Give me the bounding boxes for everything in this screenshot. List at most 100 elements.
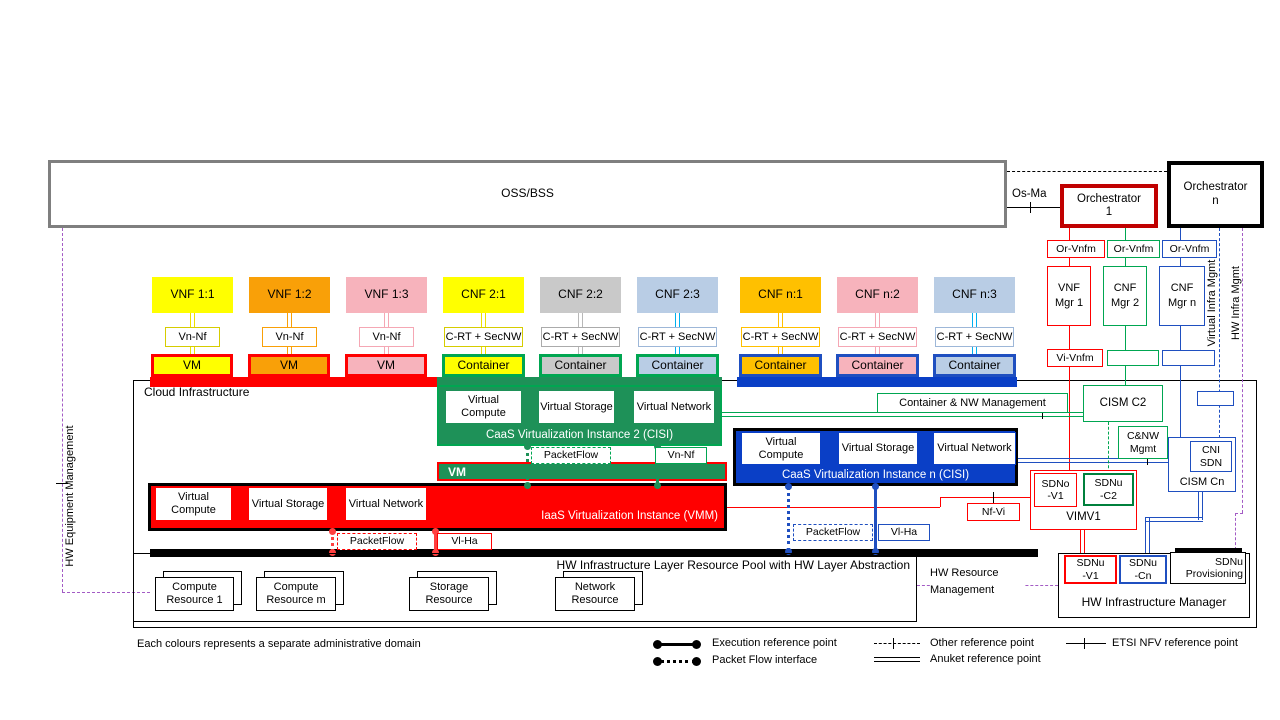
hw-infra-mgmt-label: HW Infra Mgmt [1230,266,1242,340]
vi-vnfm-green-box [1107,350,1159,366]
cni-sdn-box: CNI SDN [1190,441,1232,472]
hw-infra-manager-label: HW Infrastructure Manager [1081,595,1227,610]
legend-etsi-label: ETSI NFV reference point [1112,637,1238,649]
orchestrator-1-index: 1 [1105,206,1113,218]
container-box-6: Container [636,354,719,377]
hw-equipment-mgmt-line [62,228,63,592]
legend-anuket-line [874,657,920,662]
cloud-infrastructure-title: Cloud Infrastructure [141,385,253,399]
orchestrator-n-index: n [1212,194,1219,207]
legend-other-tick [893,638,894,649]
iaas-domain-bar [150,377,687,387]
container-box-4: Container [442,354,525,377]
legend-etsi-line [1066,643,1106,644]
sdnu-provisioning-box: SDNu Provisioning [1170,552,1246,584]
iaas-box [148,483,727,531]
caas2-packetflow-line [526,446,529,486]
iaas-execution-line [434,531,437,552]
iaas-packetflow-line [331,531,334,552]
nf-box-vnf-1-1: VNF 1:1 [152,277,233,313]
vim-label: VIMV1 [1066,510,1101,523]
nfvi-line2 [940,497,1030,498]
vi-vnfm-label: Vi-Vnfm [1047,349,1103,367]
cismcn-down-line [1198,492,1203,520]
caas2-execution-line [656,446,659,486]
nf-box-cnf-n-2: CNF n:2 [837,277,918,313]
exec-dot [785,548,792,555]
cisin-cismcn-anuket-line [1018,458,1168,463]
iaas-title: IaaS Virtualization Instance (VMM) [541,510,718,522]
iaas-virtual-storage: Virtual Storage [248,487,328,521]
orchestrator-n-box: Orchestrator n [1167,161,1264,228]
exec-dot [432,549,439,556]
caasn-virtual-storage: Virtual Storage [838,432,918,465]
vi-vnfm-blue-box [1162,350,1215,366]
exec-dot [524,443,531,450]
exec-dot [872,548,879,555]
legend-pf-dot [692,657,701,666]
container-box-9: Container [933,354,1016,377]
caas2-virtual-compute: Virtual Compute [445,390,522,424]
iaas-virtual-network: Virtual Network [345,487,427,521]
cisin-cismcn-tick [1147,454,1148,465]
caas2-virtual-network: Virtual Network [633,390,715,424]
compute-resource-1-box: Compute Resource 1 [155,577,234,611]
legend-exec-line [658,643,698,646]
hw-pool-title: HW Infrastructure Layer Resource Pool wi… [556,558,910,572]
orchestrator-1-box: Orchestrator 1 [1060,184,1158,228]
ref-label-1: Vn-Nf [165,327,220,347]
vl-ha-red-label: Vl-Ha [437,533,492,550]
orchestrator-n-label: Orchestrator [1183,181,1248,194]
sdno-v1-box: SDNo -V1 [1034,473,1077,507]
sdnu-cn-box: SDNu -Cn [1119,555,1167,584]
legend-exec-dot [653,640,662,649]
exec-dot [524,482,531,489]
hw-equipment-mgmt-line2 [62,592,150,593]
virtual-infra-mgmt-label: Virtual Infra Mgmt [1206,259,1218,347]
legend-other-label: Other reference point [930,637,1034,649]
hw-resource-mgmt-label: HW Resource Management [930,565,1025,598]
cismcn-across-line [1145,517,1203,522]
virtual-infra-mgmt-line [1219,228,1220,438]
nf-box-cnf-2-1: CNF 2:1 [443,277,524,313]
os-ma-label: Os-Ma [1012,188,1047,200]
caasn-execution-line [874,486,877,552]
ref-label-3: Vn-Nf [359,327,414,347]
os-ma-tick [1030,202,1031,213]
hw-infra-mgmt-line [1242,228,1243,513]
exec-dot [654,443,661,450]
sdnu-v1-box: SDNu -V1 [1064,555,1117,584]
nfvi-tick [993,492,994,503]
ref-label-6: C-RT + SecNW [638,327,717,347]
cismc2-sdnuc2-line [1108,422,1109,473]
hw-equipment-mgmt-label: HW Equipment Management [64,425,76,567]
packetflow-red-label: PacketFlow [337,533,417,550]
legend-etsi-tick [1084,638,1085,649]
legend-other-line [874,643,920,644]
container-nw-tick [1042,408,1043,419]
hw-infra-mgmt-line2 [1235,513,1236,550]
container-box-5: Container [539,354,622,377]
exec-dot [329,528,336,535]
legend-anuket-label: Anuket reference point [930,653,1041,665]
caas2-title: CaaS Virtualization Instance 2 (CISI) [485,429,674,442]
caasn-virtual-compute: Virtual Compute [741,432,821,465]
vm-box-2: VM [248,354,330,377]
cismcn-sdnucn-line [1145,517,1150,553]
cism-c2-box: CISM C2 [1083,385,1163,422]
container-box-7: Container [739,354,822,377]
ref-label-9: C-RT + SecNW [935,327,1014,347]
network-resource-box: Network Resource [555,577,635,611]
legend-exec-label: Execution reference point [712,637,837,649]
ref-label-5: C-RT + SecNW [541,327,620,347]
packetflow-blue-label: PacketFlow [793,524,873,541]
nf-box-cnf-n-1: CNF n:1 [740,277,821,313]
orchestrator-1-label: Orchestrator [1077,192,1141,205]
legend-exec-dot [692,640,701,649]
nf-box-cnf-n-3: CNF n:3 [934,277,1015,313]
caasn-domain-bar [737,377,1017,387]
caasn-title: CaaS Virtualization Instance n (CISI) [781,468,970,481]
iaas-virtual-compute: Virtual Compute [155,487,232,521]
nf-box-vnf-1-3: VNF 1:3 [346,277,427,313]
